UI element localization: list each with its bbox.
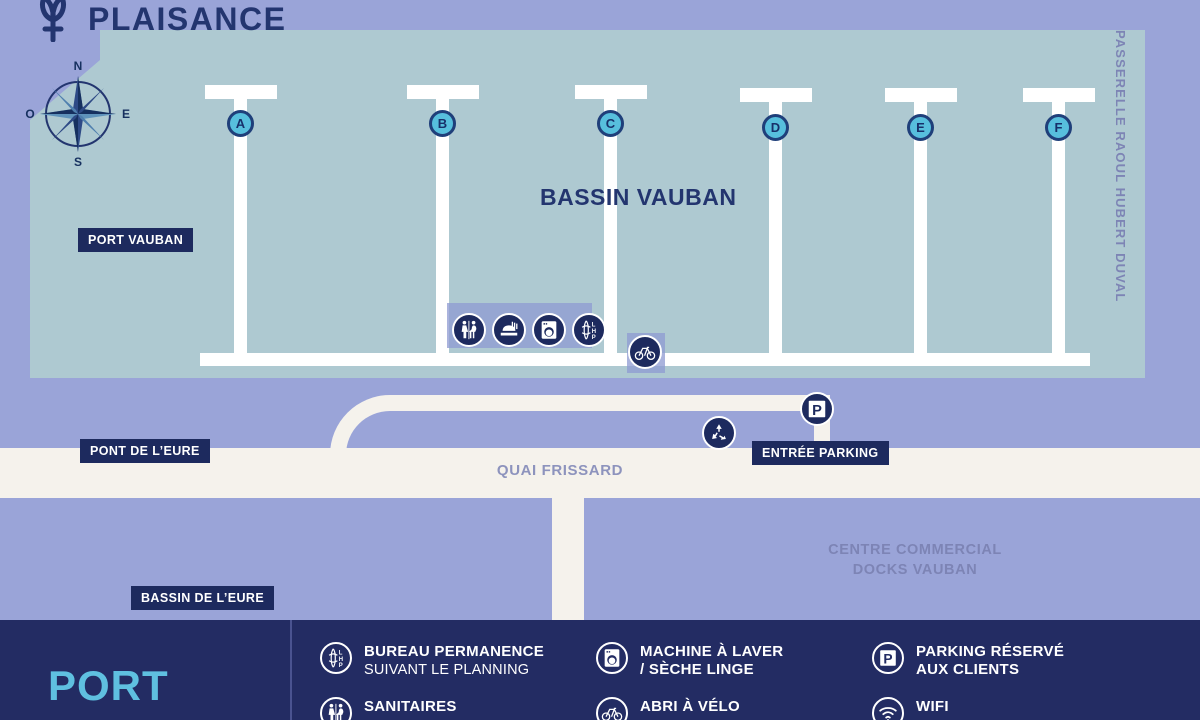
- bicycle-icon: [596, 697, 628, 720]
- label-bassin-de-leure: BASSIN DE L’EURE: [131, 586, 275, 610]
- legend-item-title-2: / SÈCHE LINGE: [640, 661, 754, 678]
- land-south: [0, 378, 1200, 620]
- legend-columns: L H P BUREAU PERMANENCE SUIVANT LE PLANN…: [292, 620, 1200, 720]
- svg-text:P: P: [592, 335, 596, 341]
- brand-logo-block: PLAISANCE: [28, 0, 286, 42]
- legend-item-text: PARKING RÉSERVÉ AUX CLIENTS: [916, 642, 1064, 679]
- legend-item-machine-a-laver[interactable]: MACHINE À LAVER / SÈCHE LINGE: [596, 642, 872, 679]
- svg-text:N: N: [74, 59, 83, 73]
- legend-item-text: ABRI À VÉLO: [640, 697, 740, 716]
- legend-column-1: L H P BUREAU PERMANENCE SUIVANT LE PLANN…: [320, 642, 596, 720]
- pontoon-label: D: [770, 120, 781, 135]
- label-pont-de-leure: PONT DE L’EURE: [80, 439, 210, 463]
- legend-item-text: MACHINE À LAVER / SÈCHE LINGE: [640, 642, 783, 679]
- pontoon-marker-a[interactable]: A: [227, 110, 254, 137]
- legend-item-title: BUREAU PERMANENCE: [364, 643, 545, 660]
- washing-machine-icon: [596, 642, 628, 674]
- toilets-icon: [320, 697, 352, 720]
- header-strip: [0, 0, 1200, 30]
- parking-icon[interactable]: P: [800, 392, 834, 426]
- pontoon-marker-e[interactable]: E: [907, 114, 934, 141]
- legend-item-subtitle: SUIVANT LE PLANNING: [364, 662, 530, 678]
- svg-text:S: S: [74, 155, 82, 168]
- parking-icon: P: [872, 642, 904, 674]
- svg-text:P: P: [883, 652, 892, 667]
- passerelle-label: PASSERELLE RAOUL HUBERT DUVAL: [1113, 30, 1128, 303]
- pier-stem-d: [769, 88, 782, 363]
- svg-text:E: E: [122, 107, 130, 121]
- svg-text:P: P: [339, 663, 343, 669]
- washing-machine-icon[interactable]: [532, 313, 566, 347]
- pier-stem-e: [914, 88, 927, 363]
- legend-item-title: PARKING RÉSERVÉ: [916, 643, 1065, 660]
- page-title: BASSIN VAUBAN: [540, 184, 737, 210]
- legend-item-wifi[interactable]: WIFI: [872, 697, 1148, 720]
- pontoon-label: E: [916, 120, 925, 135]
- centre-commercial-line-2: DOCKS VAUBAN: [852, 562, 978, 578]
- centre-commercial-line-1: CENTRE COMMERCIAL: [828, 542, 1002, 558]
- anchor-plant-logo-icon: [40, 0, 66, 42]
- pontoon-label: C: [605, 116, 616, 131]
- legend-item-text: WIFI: [916, 697, 949, 716]
- legend-item-sanitaires[interactable]: SANITAIRES: [320, 697, 596, 720]
- toilets-icon[interactable]: [452, 313, 486, 347]
- lhp-logo-icon[interactable]: L H P: [572, 313, 606, 347]
- pontoon-label: A: [235, 116, 246, 131]
- legend-divider: [290, 620, 292, 720]
- lhp-logo-icon: L H P: [320, 642, 352, 674]
- legend-bar: PORT L H P BUREAU PERM: [0, 620, 1200, 720]
- svg-text:P: P: [812, 403, 822, 419]
- pontoon-label: B: [437, 116, 448, 131]
- svg-text:L: L: [339, 650, 343, 656]
- pontoon-label: F: [1054, 120, 1063, 135]
- svg-text:H: H: [339, 657, 343, 663]
- label-entree-parking: ENTRÉE PARKING: [752, 441, 889, 465]
- shower-icon[interactable]: [492, 313, 526, 347]
- legend-item-parking-reserve[interactable]: P PARKING RÉSERVÉ AUX CLIENTS: [872, 642, 1148, 679]
- pier-stem-a: [234, 85, 247, 363]
- pontoon-marker-b[interactable]: B: [429, 110, 456, 137]
- pier-stem-c: [604, 85, 617, 363]
- legend-brand-word: PORT: [48, 662, 169, 709]
- wifi-icon: [872, 697, 904, 720]
- label-port-vauban: PORT VAUBAN: [78, 228, 194, 252]
- legend-item-text: SANITAIRES: [364, 697, 457, 716]
- recycling-icon[interactable]: [702, 416, 736, 450]
- pontoon-marker-f[interactable]: F: [1045, 114, 1072, 141]
- svg-text:L: L: [592, 322, 596, 328]
- passerelle-strip: [1145, 0, 1179, 380]
- legend-item-text: BUREAU PERMANENCE SUIVANT LE PLANNING: [364, 642, 544, 679]
- bicycle-icon[interactable]: [628, 335, 662, 369]
- brand-title: PLAISANCE: [88, 0, 287, 37]
- south-connector-road: [552, 498, 584, 620]
- legend-item-title: WIFI: [916, 698, 949, 715]
- legend-column-2: MACHINE À LAVER / SÈCHE LINGE ABRI À VÉL…: [596, 642, 872, 720]
- centre-commercial-label: CENTRE COMMERCIAL DOCKS VAUBAN: [790, 540, 1040, 580]
- legend-item-title-2: AUX CLIENTS: [916, 661, 1020, 678]
- legend-item-abri-a-velo[interactable]: ABRI À VÉLO: [596, 697, 872, 720]
- legend-item-title: MACHINE À LAVER: [640, 643, 784, 660]
- quai-frissard-label: QUAI FRISSARD: [496, 462, 624, 479]
- compass-rose: N S O E: [22, 56, 134, 169]
- pontoon-marker-d[interactable]: D: [762, 114, 789, 141]
- legend-item-title: SANITAIRES: [364, 698, 457, 715]
- svg-text:O: O: [25, 107, 34, 121]
- map-canvas[interactable]: A B C D E F QUAI FRISSARD BASSIN VAUBAN …: [0, 0, 1200, 620]
- pontoon-marker-c[interactable]: C: [597, 110, 624, 137]
- pier-stem-f: [1052, 88, 1065, 363]
- svg-text:H: H: [592, 329, 596, 335]
- legend-item-bureau-permanence[interactable]: L H P BUREAU PERMANENCE SUIVANT LE PLANN…: [320, 642, 596, 679]
- pier-stem-b: [436, 85, 449, 363]
- legend-column-3: P PARKING RÉSERVÉ AUX CLIENTS: [872, 642, 1148, 720]
- legend-item-title: ABRI À VÉLO: [640, 698, 740, 715]
